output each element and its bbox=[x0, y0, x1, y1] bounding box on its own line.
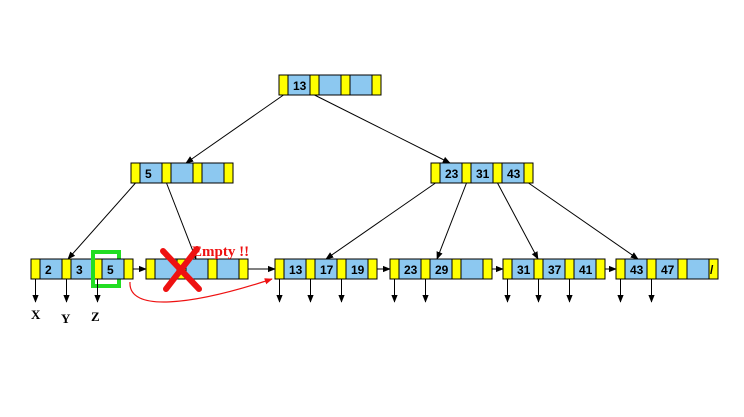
internal-left-key: 5 bbox=[145, 167, 152, 181]
leaf-4-key-cell bbox=[460, 258, 484, 280]
leaf-6-pointer-cell bbox=[646, 258, 657, 280]
root-pointer-cell bbox=[309, 74, 320, 96]
leaf-6-key-cell bbox=[686, 258, 710, 280]
edge-root-to-internal-left bbox=[185, 94, 284, 164]
internal-right-pointer-cell bbox=[523, 162, 534, 184]
deleted-key-highlight: 5 bbox=[91, 250, 125, 288]
leaf-6-key: 47 bbox=[661, 263, 675, 277]
leaf-1-pointer-cell bbox=[61, 258, 72, 280]
internal-left-key-cell bbox=[201, 162, 225, 184]
leaf-node-2 bbox=[145, 258, 249, 280]
leaf-3-pointer-cell bbox=[305, 258, 316, 280]
leaf-node-6: 43 47 bbox=[615, 258, 719, 280]
root-key-cell bbox=[318, 74, 342, 96]
edge-internal-right-to-leaf-3 bbox=[325, 182, 436, 260]
leaf-2-pointer-cell bbox=[207, 258, 218, 280]
internal-left-pointer-cell bbox=[130, 162, 141, 184]
pointer-label-x: X bbox=[31, 307, 41, 322]
leaf-1-pointer-cell bbox=[123, 258, 134, 280]
edge-internal-right-to-leaf-5 bbox=[497, 182, 539, 260]
leaf-3-key: 19 bbox=[351, 263, 365, 277]
null-pointer-marker: / bbox=[710, 263, 714, 277]
leaf-5-pointer-cell bbox=[533, 258, 544, 280]
leaf-5-key: 41 bbox=[579, 263, 593, 277]
edge-internal-right-to-leaf-4 bbox=[436, 182, 467, 260]
leaf-3-key: 13 bbox=[289, 263, 303, 277]
leaf-6-key: 43 bbox=[630, 263, 644, 277]
leaf-2-pointer-cell bbox=[238, 258, 249, 280]
leaf-1-key: 5 bbox=[107, 263, 114, 277]
leaf-6-pointer-cell bbox=[677, 258, 688, 280]
internal-right-key: 31 bbox=[476, 167, 490, 181]
root-key-cell bbox=[349, 74, 373, 96]
root-pointer-cell bbox=[340, 74, 351, 96]
root-node: 13 bbox=[278, 74, 382, 96]
leaf-6-pointer-cell bbox=[615, 258, 626, 280]
leaf-node-3: 13 17 19 bbox=[274, 258, 378, 280]
internal-right-key: 43 bbox=[507, 167, 521, 181]
leaf-5-key: 31 bbox=[517, 263, 531, 277]
leaf-1-key: 3 bbox=[76, 263, 83, 277]
leaf-4-key: 23 bbox=[404, 263, 418, 277]
leaf-2-pointer-cell bbox=[145, 258, 156, 280]
leaf-3-pointer-cell bbox=[274, 258, 285, 280]
root-pointer-cell bbox=[278, 74, 289, 96]
edge-internal-left-to-leaf-1 bbox=[67, 182, 136, 260]
leaf-5-key: 37 bbox=[548, 263, 562, 277]
record-pointers bbox=[32, 279, 655, 303]
empty-note: Empty !! bbox=[192, 244, 249, 260]
internal-left-pointer-cell bbox=[192, 162, 203, 184]
internal-right-key: 23 bbox=[445, 167, 459, 181]
tree-edges bbox=[67, 94, 639, 260]
internal-left-pointer-cell bbox=[223, 162, 234, 184]
leaf-5-pointer-cell bbox=[502, 258, 513, 280]
leaf-3-pointer-cell bbox=[336, 258, 347, 280]
leaf-node-4: 23 29 bbox=[389, 258, 493, 280]
leaf-1-pointer-cell bbox=[30, 258, 41, 280]
leaf-3-key: 17 bbox=[320, 263, 334, 277]
pointer-label-z: Z bbox=[91, 309, 100, 324]
edge-internal-right-to-leaf-6 bbox=[528, 182, 639, 260]
leaf-3-pointer-cell bbox=[367, 258, 378, 280]
leaf-2-key-cell bbox=[216, 258, 240, 280]
leaf-level: 23513171923293137414347/ bbox=[30, 258, 719, 280]
leaf-4-key: 29 bbox=[435, 263, 449, 277]
leaf-1-key-cell bbox=[101, 258, 125, 280]
leaf-1-key: 2 bbox=[45, 263, 52, 277]
leaf-5-pointer-cell bbox=[564, 258, 575, 280]
pointer-label-y: Y bbox=[61, 311, 71, 326]
leaf-4-pointer-cell bbox=[482, 258, 493, 280]
root-pointer-cell bbox=[371, 74, 382, 96]
internal-node-right: 23 31 43 bbox=[430, 162, 534, 184]
leaf-6-pointer-cell bbox=[708, 258, 719, 280]
leaf-node-5: 31 37 41 bbox=[502, 258, 606, 280]
edge-internal-left-to-leaf-2 bbox=[166, 182, 197, 260]
leaf-4-pointer-cell bbox=[451, 258, 462, 280]
leaf-4-pointer-cell bbox=[420, 258, 431, 280]
leaf-5-pointer-cell bbox=[595, 258, 606, 280]
internal-right-pointer-cell bbox=[492, 162, 503, 184]
internal-right-pointer-cell bbox=[461, 162, 472, 184]
internal-right-pointer-cell bbox=[430, 162, 441, 184]
edge-root-to-internal-right bbox=[314, 94, 451, 164]
root-key: 13 bbox=[293, 79, 307, 93]
delete-cross-icon bbox=[160, 246, 202, 292]
redirect-arrow bbox=[129, 278, 273, 303]
internal-node-left: 5 bbox=[130, 162, 234, 184]
leaf-4-pointer-cell bbox=[389, 258, 400, 280]
internal-left-key-cell bbox=[170, 162, 194, 184]
internal-left-pointer-cell bbox=[161, 162, 172, 184]
